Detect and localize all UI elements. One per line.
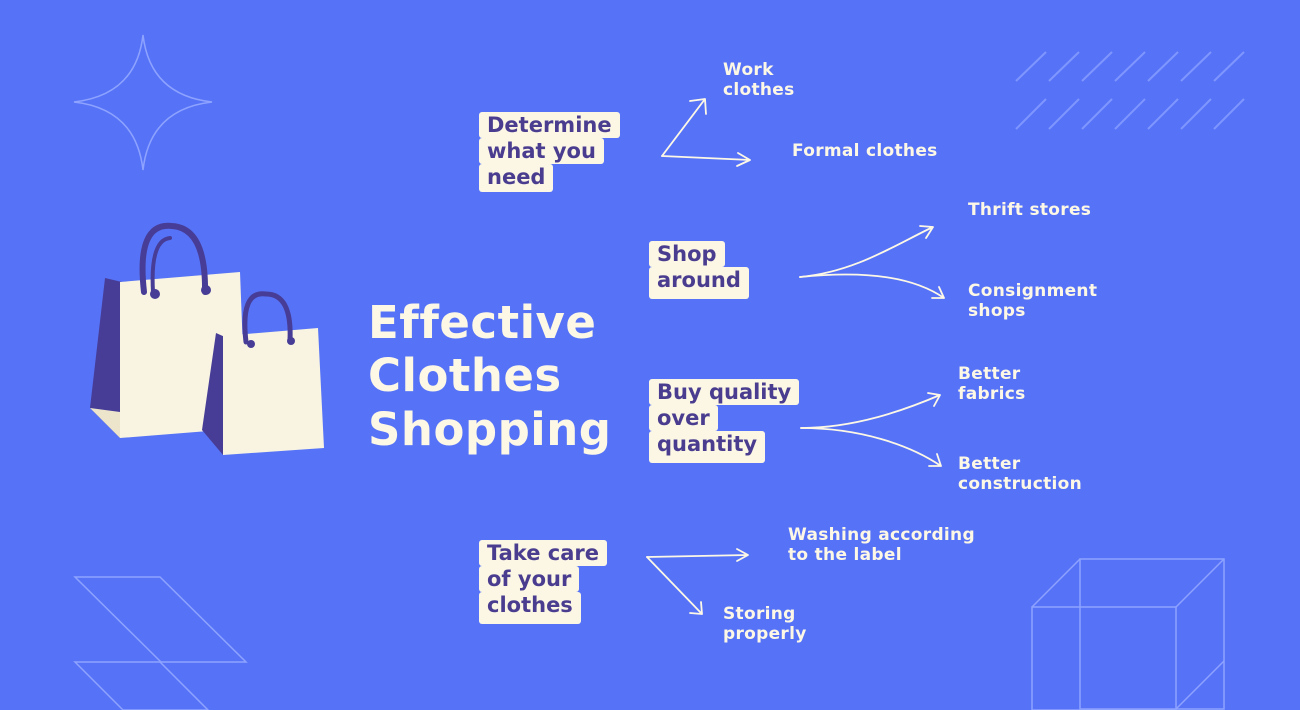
wireframe-cube-icon — [1031, 558, 1225, 710]
small-bag-side — [202, 333, 225, 455]
arrow-storing — [646, 556, 703, 615]
leaf-line: Work — [723, 60, 774, 80]
leaf-line: fabrics — [958, 384, 1026, 404]
parallelogram-icon — [73, 576, 248, 710]
leaf-line: Storing — [723, 604, 796, 624]
branch-label-line: of your — [479, 566, 580, 592]
leaf-line: properly — [723, 624, 807, 644]
branch-arrows — [646, 98, 945, 615]
diagram-title-line-1: Effective — [368, 296, 597, 349]
arrow-work-clothes — [661, 98, 707, 157]
leaf-thrift-stores: Thrift stores — [968, 200, 1091, 220]
branch-label-line: Take care — [479, 540, 607, 566]
diagonal-lines-icon — [1015, 51, 1245, 130]
arrow-better-fabrics — [800, 392, 941, 429]
arrow-thrift-stores — [799, 225, 934, 278]
leaf-better-construction: Better construction — [958, 454, 1082, 494]
leaf-line: Formal clothes — [792, 141, 938, 161]
leaf-line: to the label — [788, 545, 902, 565]
branch-label-line: over — [649, 405, 718, 431]
diagram-title-line-3: Shopping — [368, 403, 612, 456]
branch-label-line: what you — [479, 138, 604, 164]
leaf-line: shops — [968, 301, 1026, 321]
branch-label-line: around — [649, 267, 749, 299]
leaf-better-fabrics: Better fabrics — [958, 364, 1026, 404]
branch-label-line: Buy quality — [649, 379, 800, 405]
small-bag-front — [223, 328, 324, 455]
small-bag-handle — [242, 291, 293, 345]
leaf-consignment-shops: Consignment shops — [968, 281, 1097, 321]
leaf-line: Better — [958, 454, 1021, 474]
branch-label-determine-needs: Determine what you need — [479, 112, 620, 192]
leaf-line: Washing according — [788, 525, 975, 545]
leaf-work-clothes: Work clothes — [723, 60, 795, 100]
leaf-line: Thrift stores — [968, 200, 1092, 220]
leaf-line: clothes — [723, 80, 795, 100]
leaf-line: Consignment — [968, 281, 1098, 301]
large-bag-handle — [139, 222, 209, 295]
leaf-line: construction — [958, 474, 1083, 494]
branch-label-buy-quality: Buy quality over quantity — [649, 379, 800, 463]
leaf-line: Better — [958, 364, 1021, 384]
sparkle-icon — [73, 34, 213, 171]
branch-label-line: Shop — [649, 241, 725, 267]
arrow-washing — [646, 548, 749, 562]
branch-label-line: Determine — [479, 112, 620, 138]
leaf-washing-label: Washing according to the label — [788, 525, 975, 565]
branch-label-line: clothes — [479, 592, 581, 624]
branch-label-line: need — [479, 164, 554, 192]
leaf-formal-clothes: Formal clothes — [792, 141, 938, 161]
leaf-storing-properly: Storing properly — [723, 604, 807, 644]
arrow-formal-clothes — [661, 152, 751, 167]
large-bag-side — [90, 278, 122, 438]
branch-label-take-care: Take care of your clothes — [479, 540, 607, 624]
shopping-bags-icon — [90, 222, 324, 455]
arrow-better-construction — [800, 427, 942, 467]
branch-label-line: quantity — [649, 431, 766, 463]
branch-label-shop-around: Shop around — [649, 241, 749, 299]
arrow-consignment-shops — [799, 273, 945, 299]
diagram-title-line-2: Clothes — [368, 349, 562, 402]
